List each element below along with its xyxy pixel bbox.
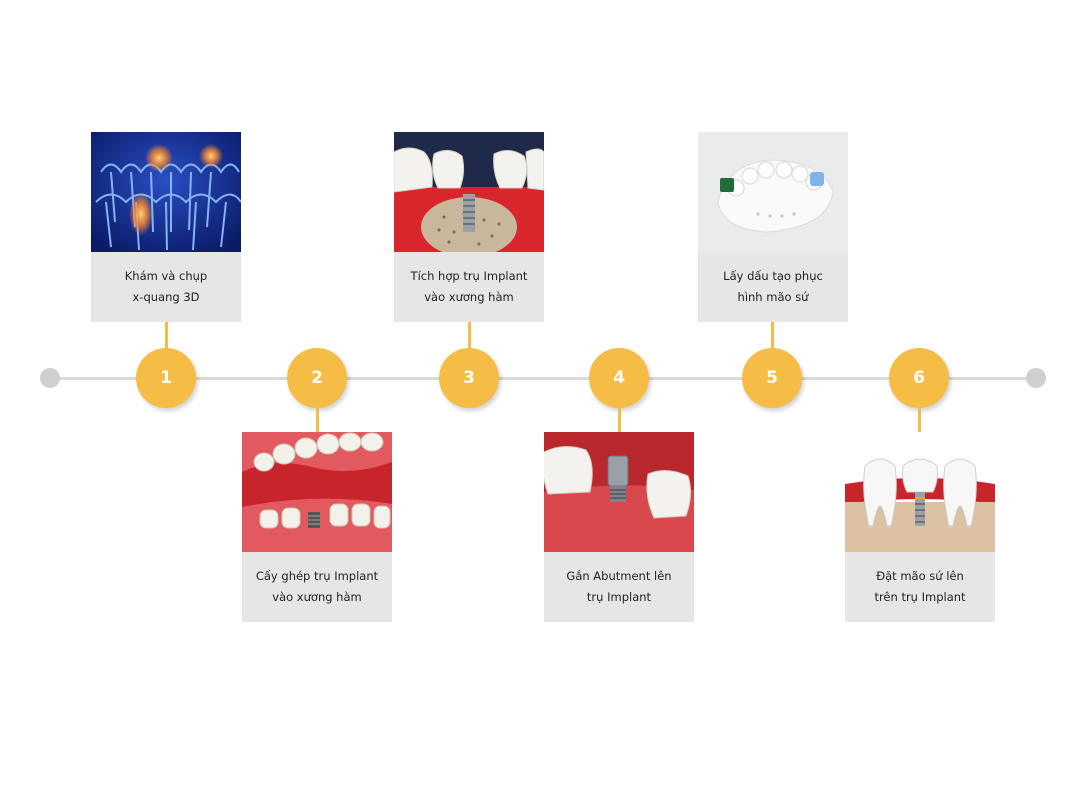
connector-5 <box>771 322 774 350</box>
dental-impression-icon <box>698 132 848 252</box>
connector-1 <box>165 322 168 350</box>
step-card-5: Lấy dấu tạo phục hình mão sứ <box>698 132 848 322</box>
step-circle-5: 5 <box>742 348 802 408</box>
step-label-5: Lấy dấu tạo phục hình mão sứ <box>698 252 848 322</box>
step-circle-3: 3 <box>439 348 499 408</box>
abutment-attach-icon <box>544 432 694 552</box>
step-label-4: Gắn Abutment lên trụ Implant <box>544 552 694 622</box>
step-circle-6: 6 <box>889 348 949 408</box>
step-label-1: Khám và chụp x-quang 3D <box>91 252 241 322</box>
step-card-4: Gắn Abutment lên trụ Implant <box>544 432 694 622</box>
connector-2 <box>316 406 319 434</box>
step-card-3: Tích hợp trụ Implant vào xương hàm <box>394 132 544 322</box>
implant-osseointegration-icon <box>394 132 544 252</box>
step-circle-1: 1 <box>136 348 196 408</box>
step-card-2: Cấy ghép trụ Implant vào xương hàm <box>242 432 392 622</box>
3d-xray-teeth-icon <box>91 132 241 252</box>
step-circle-2: 2 <box>287 348 347 408</box>
timeline-end-dot <box>1026 368 1046 388</box>
step-label-3: Tích hợp trụ Implant vào xương hàm <box>394 252 544 322</box>
connector-3 <box>468 322 471 350</box>
timeline-line <box>50 377 1036 380</box>
connector-6 <box>918 406 921 434</box>
step-label-2: Cấy ghép trụ Implant vào xương hàm <box>242 552 392 622</box>
step-circle-4: 4 <box>589 348 649 408</box>
implant-in-jaw-icon <box>242 432 392 552</box>
step-card-6: Đặt mão sứ lên trên trụ Implant <box>845 432 995 622</box>
timeline-start-dot <box>40 368 60 388</box>
crown-placement-icon <box>845 432 995 552</box>
connector-4 <box>618 406 621 434</box>
step-label-6: Đặt mão sứ lên trên trụ Implant <box>845 552 995 622</box>
step-card-1: Khám và chụp x-quang 3D <box>91 132 241 322</box>
